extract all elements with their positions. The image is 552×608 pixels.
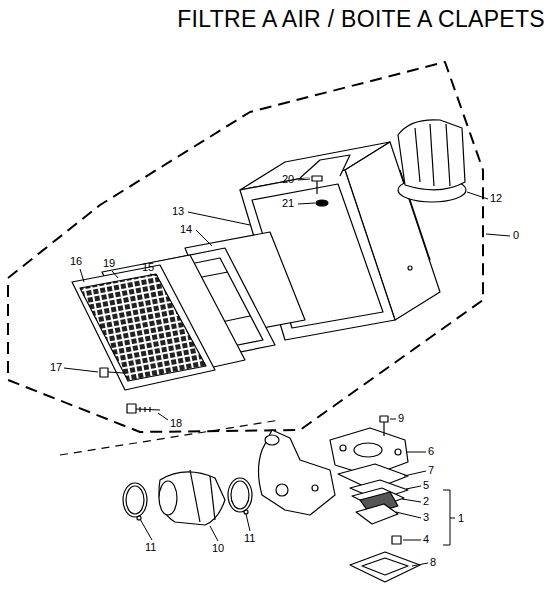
callout-number: 8 [430,557,436,568]
intake-boot [159,470,225,525]
callout-number: 1 [458,513,464,524]
callout-number: 6 [428,446,434,457]
intake-manifold [259,430,336,515]
gasket [350,552,420,582]
callout-number: 4 [423,534,429,545]
callout-number: 20 [282,174,294,185]
callout-number: 10 [212,543,224,554]
callout-number: 5 [423,480,429,491]
callout-number: 19 [103,258,115,269]
callout-number: 11 [145,542,156,553]
callout-number: 12 [490,193,502,204]
callout-number: 2 [423,496,429,507]
diagram-title: FILTRE A AIR / BOITE A CLAPETS [177,8,545,31]
nut [392,536,401,544]
screw [312,176,328,206]
hose-clamp [123,483,147,520]
callout-number: 9 [398,413,404,424]
callout-number: 3 [423,512,429,523]
bolt [100,368,160,413]
callout-number: 18 [170,418,182,429]
callout-number: 21 [282,198,294,209]
screw [380,416,388,436]
leader-line [64,179,510,566]
callout-number: 13 [172,206,184,217]
callout-number: 15 [142,262,154,273]
callout-number: 17 [50,362,62,373]
callout-number: 0 [513,230,519,241]
assembly-boundary [8,62,483,432]
callout-number: 11 [244,533,255,544]
reed-block [350,480,408,524]
callout-number: 14 [180,224,192,235]
callout-number: 7 [428,465,434,476]
snorkel [398,120,466,202]
hose-clamp [228,478,252,514]
callout-number: 16 [70,256,82,267]
